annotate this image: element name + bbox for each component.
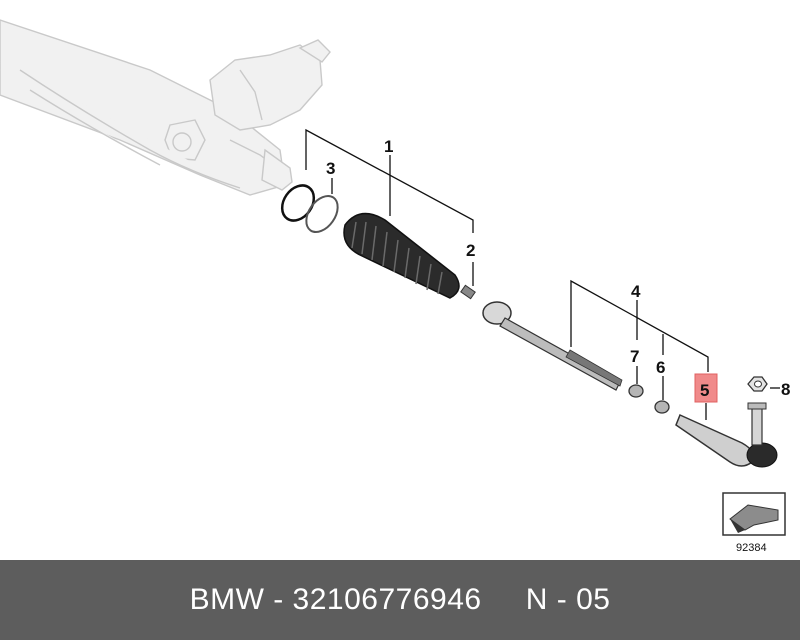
highlight-box <box>694 373 718 403</box>
lock-nut-part <box>628 384 644 398</box>
callout-1: 1 <box>384 137 393 156</box>
callout-8: 8 <box>781 380 790 399</box>
steering-rack-ghost <box>0 19 331 196</box>
bellows-boot-part <box>343 212 460 299</box>
callout-2: 2 <box>466 241 475 260</box>
tie-rod-end-part <box>675 402 778 468</box>
parts-diagram: 1 2 3 4 5 6 7 8 92384 <box>0 19 790 554</box>
view-direction-icon <box>722 492 786 536</box>
tie-rod-part <box>482 301 623 391</box>
clamp-ring-part <box>305 194 339 234</box>
callout-4: 4 <box>631 282 641 301</box>
part-number-label: BMW - 32106776946 N - 05 <box>189 583 611 616</box>
callout-7: 7 <box>630 347 639 366</box>
diagram-number: 92384 <box>736 542 767 554</box>
leader-lines <box>305 128 780 420</box>
footer-bar: BMW - 32106776946 N - 05 <box>0 560 800 640</box>
callout-3: 3 <box>326 159 335 178</box>
callout-6: 6 <box>656 358 665 377</box>
callout-5: 5 <box>700 381 709 400</box>
self-locking-nut-part <box>747 376 768 392</box>
nut-part <box>654 400 670 414</box>
clip-part <box>460 284 476 300</box>
